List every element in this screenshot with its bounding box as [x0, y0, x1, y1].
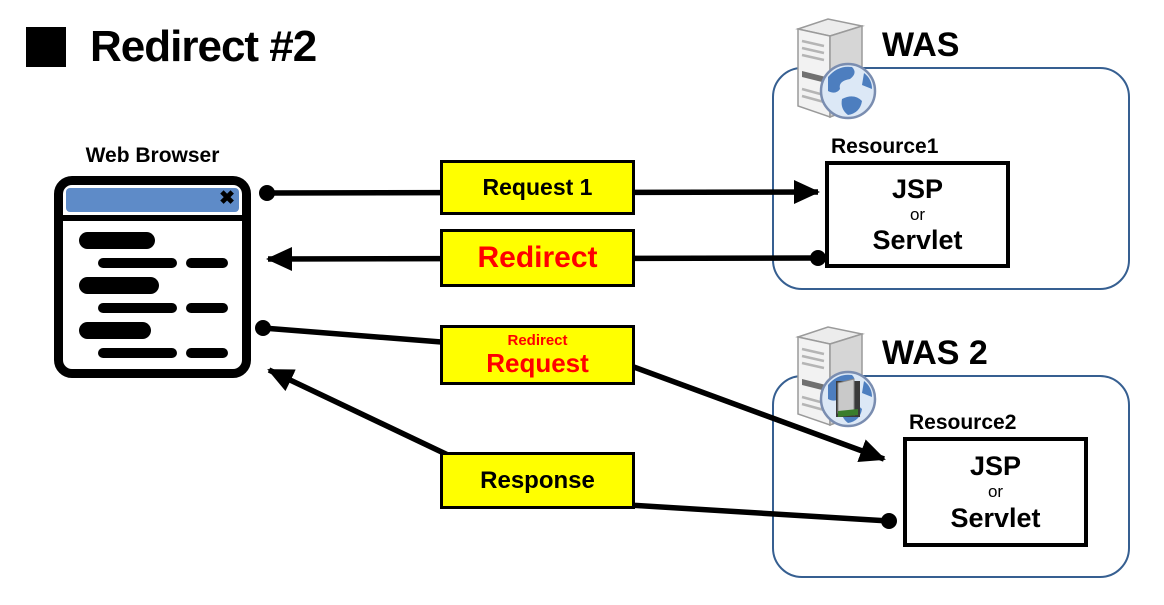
server-icon	[795, 18, 877, 120]
redirect-request-label-small: Redirect	[507, 332, 568, 350]
web-browser-label: Web Browser	[85, 144, 220, 167]
content-line	[186, 303, 228, 313]
content-line-row	[98, 258, 242, 268]
response-arrow	[267, 367, 897, 529]
request1-label: Request 1	[482, 174, 593, 200]
resource2-line2: or	[987, 482, 1004, 502]
globe-door-icon	[819, 370, 877, 428]
page-title-text: Redirect #2	[90, 22, 317, 71]
globe-icon	[819, 62, 877, 120]
content-line	[79, 232, 155, 249]
browser-titlebar: ✖	[66, 188, 239, 212]
resource2-line3: Servlet	[950, 502, 1041, 533]
content-line	[186, 258, 228, 268]
response-label-box: Response	[440, 452, 635, 509]
was1-title: WAS	[882, 26, 960, 64]
content-line-row	[98, 348, 242, 358]
content-line	[98, 258, 177, 268]
browser-window-icon: ✖	[54, 176, 251, 378]
resource2-box: JSP or Servlet	[903, 437, 1088, 547]
was2-title: WAS 2	[882, 334, 988, 372]
close-icon: ✖	[219, 188, 235, 209]
was2-container	[772, 375, 1130, 578]
content-line	[186, 348, 228, 358]
resource2-line1: JSP	[969, 451, 1022, 482]
resource1-line1: JSP	[891, 173, 944, 204]
content-line	[98, 303, 177, 313]
redirect-label-box: Redirect	[440, 229, 635, 287]
resource1-line2: or	[909, 204, 926, 224]
resource1-label: Resource1	[831, 135, 939, 158]
content-line	[98, 348, 177, 358]
content-line	[79, 322, 151, 339]
browser-divider	[63, 215, 242, 221]
server-icon	[795, 326, 877, 428]
page-title: Redirect #2	[26, 22, 317, 72]
browser-titlebar-area: ✖	[63, 185, 242, 212]
resource2-label: Resource2	[909, 411, 1017, 434]
bullet-square-icon	[26, 27, 66, 67]
request1-label-box: Request 1	[440, 160, 635, 215]
redirect-request-label-box: Redirect Request	[440, 325, 635, 385]
content-line	[79, 277, 159, 294]
resource1-box: JSP or Servlet	[825, 161, 1010, 268]
response-label: Response	[480, 466, 595, 494]
redirect-request-label-large: Request	[486, 348, 589, 379]
content-line-row	[98, 303, 242, 313]
was1-container	[772, 67, 1130, 290]
redirect-label: Redirect	[477, 241, 598, 274]
browser-content-lines	[63, 221, 242, 358]
resource1-line3: Servlet	[872, 225, 963, 256]
